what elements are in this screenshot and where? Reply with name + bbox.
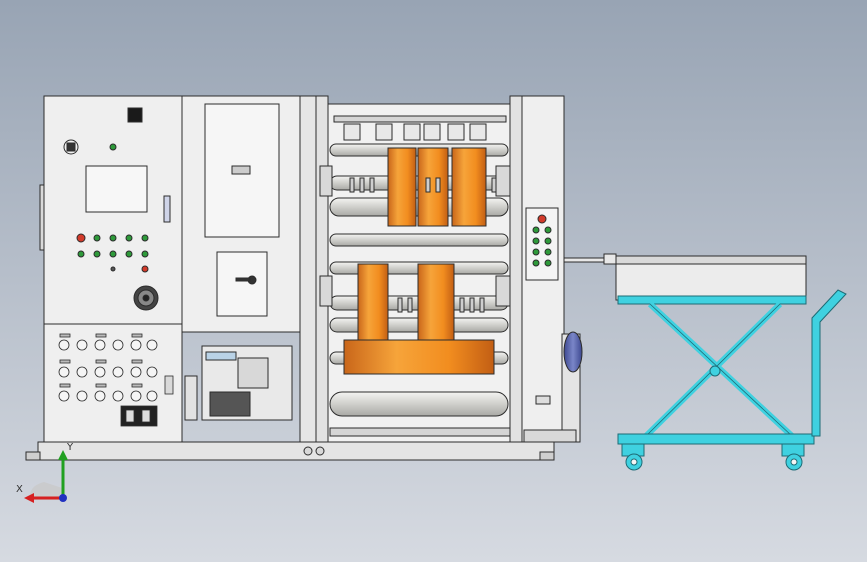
bearing-block <box>319 275 333 307</box>
control-button <box>93 250 101 258</box>
x-axis-label: X <box>16 484 23 495</box>
control-button <box>77 250 85 258</box>
gauge-array <box>58 333 174 427</box>
panel-button <box>544 237 552 245</box>
panel-button <box>532 248 540 256</box>
roller <box>329 391 509 417</box>
left-side-frame <box>315 95 329 443</box>
unloading-trolley <box>615 255 847 471</box>
control-button <box>141 250 149 258</box>
slitting-knives <box>349 177 497 313</box>
film-web <box>343 339 495 375</box>
trolley-base <box>617 433 815 445</box>
roller <box>329 233 509 247</box>
bottom-rail <box>329 427 511 437</box>
control-button <box>109 250 117 258</box>
upper-knife-holders <box>343 123 487 141</box>
z-axis-dot <box>59 494 67 502</box>
control-button <box>141 234 149 242</box>
upper-rail <box>333 115 507 123</box>
drive-motor <box>563 331 583 373</box>
emergency-stop-button <box>537 214 547 224</box>
door-latch <box>231 165 251 175</box>
control-button <box>110 266 116 272</box>
inspection-hatch <box>216 251 268 317</box>
control-button <box>93 234 101 242</box>
bearing-block <box>319 165 333 197</box>
panel-button <box>544 226 552 234</box>
trolley-handle <box>811 289 847 437</box>
hmi-screen <box>85 165 148 213</box>
machine-base <box>25 441 555 461</box>
middle-cabinet <box>181 95 317 443</box>
coordinate-triad: Y X <box>14 442 78 506</box>
reset-button <box>141 265 149 273</box>
stop-button <box>76 233 86 243</box>
status-lamp <box>109 143 117 151</box>
bearing-block <box>495 165 511 197</box>
panel-button <box>544 259 552 267</box>
air-filter <box>184 375 198 421</box>
film-reel <box>417 147 449 227</box>
film-reel <box>387 147 417 227</box>
right-cabinet <box>521 95 583 443</box>
triad-graphic <box>24 450 68 503</box>
panel-button <box>544 248 552 256</box>
slitting-section <box>315 95 525 443</box>
control-button <box>125 234 133 242</box>
nameplate <box>535 395 551 405</box>
film-reel <box>357 263 389 341</box>
scissor-pivot <box>709 365 721 377</box>
electrical-cabinet <box>39 95 183 443</box>
control-button <box>109 234 117 242</box>
y-axis-label: Y <box>67 442 74 453</box>
door-handle <box>163 195 171 223</box>
film-reel <box>451 147 487 227</box>
panel-button <box>532 259 540 267</box>
control-button <box>125 250 133 258</box>
panel-button <box>532 226 540 234</box>
film-reel <box>417 263 455 341</box>
emergency-indicator <box>127 107 143 123</box>
bearing-block <box>495 275 511 307</box>
panel-button <box>532 237 540 245</box>
